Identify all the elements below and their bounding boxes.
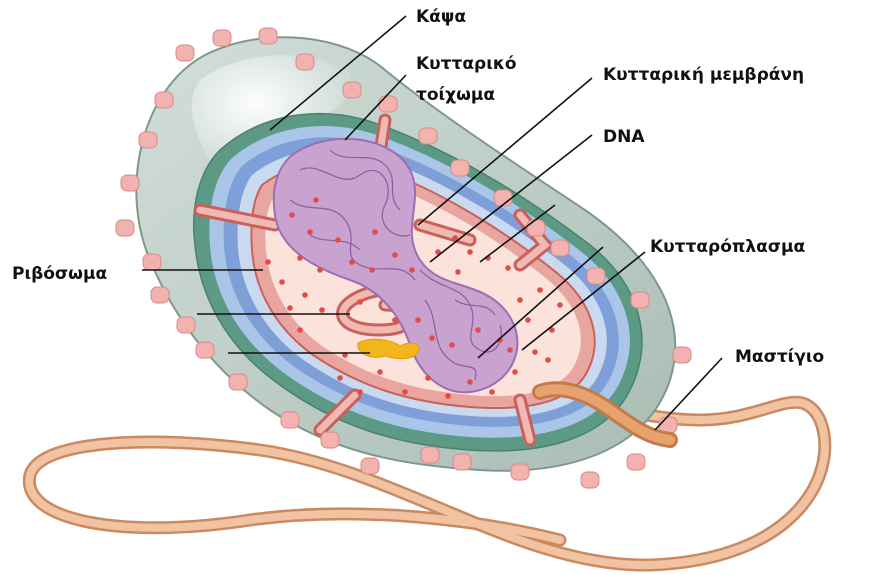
ribosome-dot xyxy=(265,259,271,265)
label-flagellum: Μαστίγιο xyxy=(735,347,824,367)
ribosome-dot xyxy=(449,342,455,348)
label-dna: DNA xyxy=(603,127,645,147)
ribosome-dot xyxy=(445,393,451,399)
ribosome-dot xyxy=(455,269,461,275)
pilus xyxy=(511,464,529,480)
ribosome-dot xyxy=(313,197,319,203)
ribosome-dot xyxy=(335,237,341,243)
ribosome-dot xyxy=(307,229,313,235)
label-cell-wall-line1: Κυτταρικό xyxy=(416,54,517,74)
pilus xyxy=(421,447,439,463)
pilus xyxy=(581,472,599,488)
pilus xyxy=(151,287,169,303)
label-cell-membrane: Κυτταρική μεμβράνη xyxy=(603,65,804,85)
pilus xyxy=(451,160,469,176)
ribosome-dot xyxy=(289,212,295,218)
ribosome-dot xyxy=(317,267,323,273)
ribosome-dot xyxy=(297,255,303,261)
ribosome-dot xyxy=(525,317,531,323)
ribosome-dot xyxy=(319,307,325,313)
ribosome-dot xyxy=(512,369,518,375)
pilus xyxy=(673,347,691,363)
ribosome-dot xyxy=(357,389,363,395)
ribosome-dot xyxy=(302,292,308,298)
ribosome-dot xyxy=(369,267,375,273)
ribosome-dot xyxy=(392,252,398,258)
ribosome-dot xyxy=(415,317,421,323)
pilus xyxy=(321,432,339,448)
ribosome-dot xyxy=(517,297,523,303)
ribosome-dot xyxy=(475,327,481,333)
ribosome-dot xyxy=(279,279,285,285)
pilus xyxy=(155,92,173,108)
pilus xyxy=(139,132,157,148)
label-cytoplasm: Κυτταρόπλασμα xyxy=(650,237,805,257)
pilus xyxy=(494,190,512,206)
pilus xyxy=(343,82,361,98)
ribosome-dot xyxy=(287,305,293,311)
pilus xyxy=(177,317,195,333)
ribosome-dot xyxy=(402,389,408,395)
pilus xyxy=(419,128,437,144)
ribosome-dot xyxy=(545,357,551,363)
pilus xyxy=(229,374,247,390)
ribosome-dot xyxy=(349,259,355,265)
pilus xyxy=(213,30,231,46)
ribosome-dot xyxy=(489,389,495,395)
ribosome-dot xyxy=(297,327,303,333)
pilus xyxy=(379,96,397,112)
ribosome-dot xyxy=(372,229,378,235)
pilus xyxy=(551,240,569,256)
ribosome-dot xyxy=(429,335,435,341)
pilus xyxy=(196,342,214,358)
ribosome-dot xyxy=(505,265,511,271)
ribosome-dot xyxy=(537,287,543,293)
pilus xyxy=(361,458,379,474)
label-capsule: Κάψα xyxy=(416,7,466,27)
ribosome-dot xyxy=(467,379,473,385)
ribosome-dot xyxy=(467,249,473,255)
pilus xyxy=(259,28,277,44)
pilus xyxy=(296,54,314,70)
ribosome-dot xyxy=(425,375,431,381)
ribosome-dot xyxy=(532,349,538,355)
pilus xyxy=(281,412,299,428)
pilus xyxy=(176,45,194,61)
pilus xyxy=(587,268,605,284)
ribosome-dot xyxy=(409,267,415,273)
pilus xyxy=(116,220,134,236)
ribosome-dot xyxy=(377,369,383,375)
pilus xyxy=(121,175,139,191)
ribosome-dot xyxy=(357,299,363,305)
pilus xyxy=(527,220,545,236)
pilus xyxy=(627,454,645,470)
pilus xyxy=(143,254,161,270)
pilus xyxy=(631,292,649,308)
ribosome-dot xyxy=(392,317,398,323)
label-cell-wall-line2: τοίχωμα xyxy=(416,85,495,105)
ribosome-dot xyxy=(337,375,343,381)
label-ribosome: Ριβόσωμα xyxy=(12,264,107,284)
ribosome-dot xyxy=(507,347,513,353)
ribosome-dot xyxy=(557,302,563,308)
pilus xyxy=(453,454,471,470)
